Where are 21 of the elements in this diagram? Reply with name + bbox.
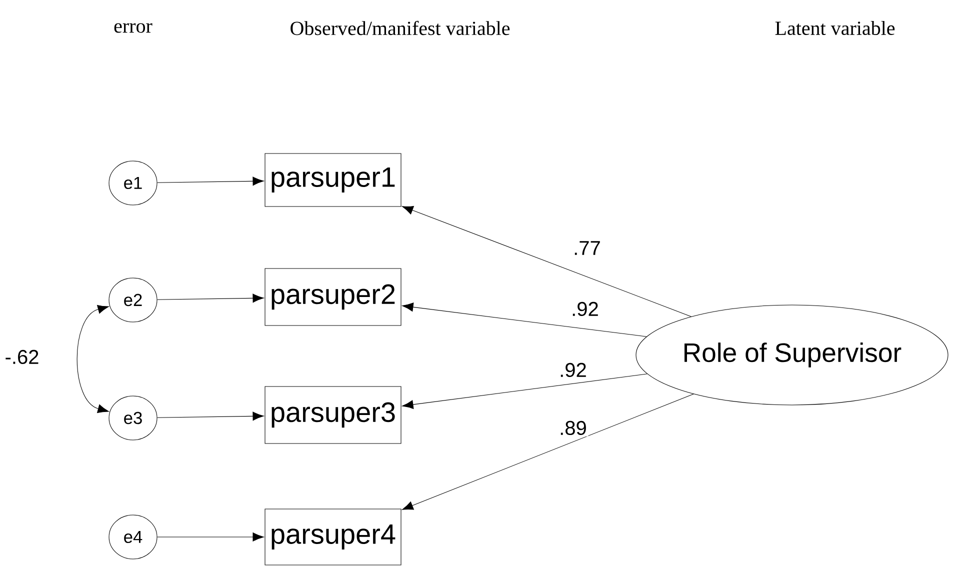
- column-heading: Latent variable: [775, 20, 895, 36]
- arrow: [402, 374, 648, 409]
- edge-label: .89: [558, 420, 588, 436]
- arrow: [402, 394, 694, 510]
- arrow: [402, 302, 647, 337]
- variable-box: parsuper4: [264, 508, 402, 566]
- variable-box: parsuper3: [264, 386, 402, 444]
- variable-box: parsuper2: [264, 268, 402, 326]
- arrow: [157, 532, 264, 542]
- edge-label: -.62: [3, 348, 41, 366]
- column-heading: error: [114, 23, 152, 33]
- arrow: [76, 304, 109, 414]
- edge-label: .77: [572, 240, 602, 256]
- edge-label: .92: [558, 362, 588, 378]
- arrow: [157, 412, 264, 421]
- arrow: [402, 206, 692, 317]
- edge-label: .92: [570, 300, 600, 318]
- variable-box: parsuper1: [264, 153, 402, 207]
- column-heading: Observed/manifest variable: [290, 20, 510, 36]
- arrow: [157, 176, 264, 186]
- arrow: [157, 294, 264, 303]
